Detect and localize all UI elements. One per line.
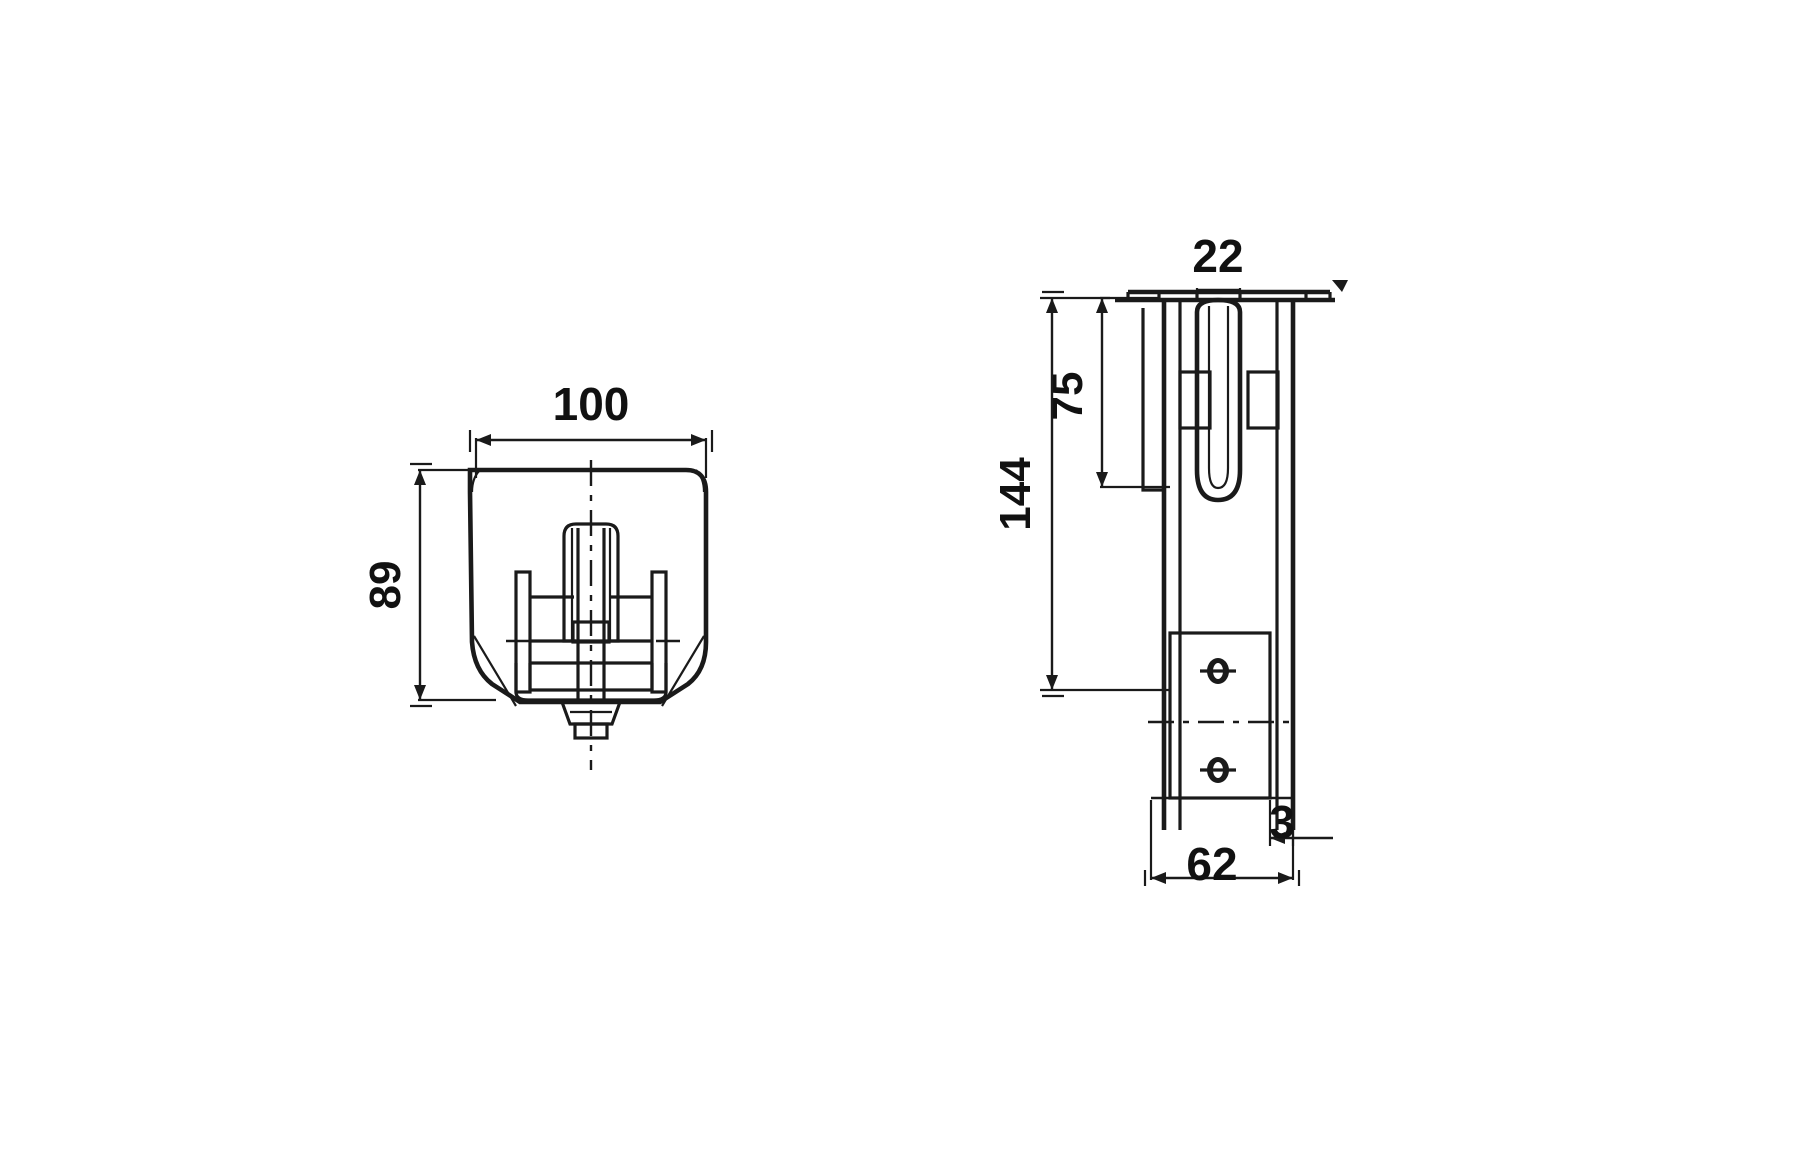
center-bolt xyxy=(559,528,623,740)
dimension-label-89: 89 xyxy=(361,561,410,610)
shoulder-right-block xyxy=(1246,370,1280,430)
taper-edge-left xyxy=(473,635,517,707)
front-view-group: 100 89 xyxy=(361,378,714,770)
lower-mounting-plate xyxy=(1148,631,1290,800)
dimension-89 xyxy=(410,462,496,708)
u-channel-left-arm xyxy=(514,570,576,694)
roller-outer-profile xyxy=(1194,297,1243,503)
hex-nut xyxy=(559,700,623,726)
bolt-hole-lower xyxy=(1200,757,1236,783)
roller-inner-profile xyxy=(1207,306,1230,490)
dimension-144 xyxy=(1040,290,1170,698)
dimension-75 xyxy=(1096,296,1170,489)
shoulder-left-block xyxy=(1178,370,1212,430)
dimension-label-75: 75 xyxy=(1043,372,1092,421)
corner-fillet-right xyxy=(695,469,706,493)
corner-fillet-left xyxy=(470,469,481,493)
dimension-label-144: 144 xyxy=(991,457,1040,531)
dimension-label-3: 3 xyxy=(1269,796,1295,848)
dimension-label-22: 22 xyxy=(1192,230,1243,282)
left-arm-wall xyxy=(514,570,532,694)
corner-witness-mark xyxy=(1332,280,1348,292)
roller-side-profile xyxy=(1194,297,1243,503)
upper-shoulder-left xyxy=(1178,370,1212,430)
bracket-body-outline xyxy=(467,467,709,705)
dimension-label-100: 100 xyxy=(553,378,630,430)
taper-edge-right xyxy=(661,635,705,707)
right-arm-wall xyxy=(650,570,668,694)
side-view-group: 22 75 144 xyxy=(991,230,1348,890)
dimension-62-and-3 xyxy=(1143,796,1333,886)
roller-bushing-outline xyxy=(562,522,620,643)
outer-skirt-left xyxy=(1141,308,1164,492)
dimension-label-62: 62 xyxy=(1186,838,1237,890)
bolt-hole-upper xyxy=(1200,658,1236,684)
upper-shoulder-right xyxy=(1246,370,1280,430)
